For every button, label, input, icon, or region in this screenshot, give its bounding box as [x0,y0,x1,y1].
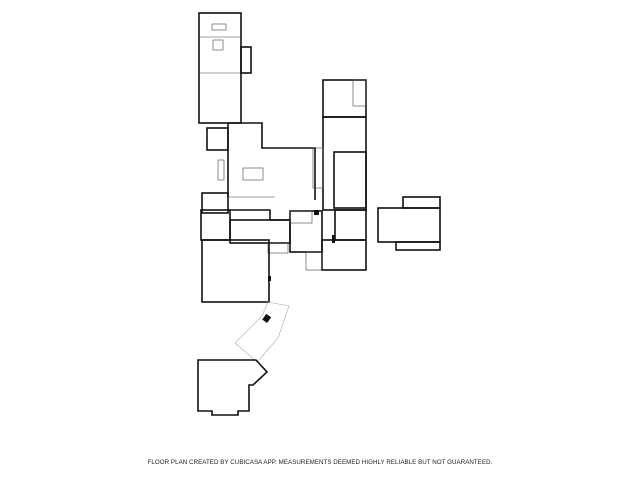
main-living-area [201,122,316,214]
south-central-rooms [200,209,367,271]
east-wing [312,79,367,211]
guest-suite [377,196,441,251]
attached-garage [201,239,271,303]
patio [234,301,290,363]
detached-garage [197,359,269,416]
north-wing [198,12,252,124]
disclaimer-text: FLOOR PLAN CREATED BY CUBICASA APP. MEAS… [147,459,493,466]
